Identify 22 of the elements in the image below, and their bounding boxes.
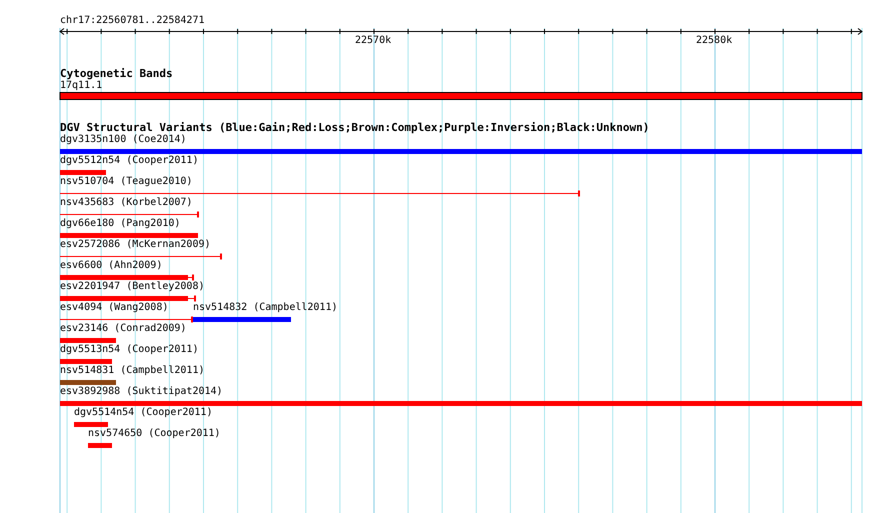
variant-label: nsv514832 (Campbell2011) [193,302,338,314]
coordinate-range-label: chr17:22560781..22584271 [60,15,204,27]
variant-label: esv3892988 (Suktitipat2014) [60,386,223,398]
variant-label: nsv574650 (Cooper2011) [88,428,220,440]
variant-label: nsv514831 (Campbell2011) [60,365,204,377]
track-heading: Cytogenetic Bands [60,68,173,80]
variant-label: dgv5513n54 (Cooper2011) [60,344,198,356]
band-label: 17q11.1 [60,80,102,92]
axis-tick-label: 22570k [355,35,392,47]
variant-label: dgv5512n54 (Cooper2011) [60,155,198,167]
axis-tick-label: 22580k [696,35,732,47]
variant-label: nsv435683 (Korbel2007) [60,197,192,209]
variant-label: esv4094 (Wang2008) [60,302,168,314]
variant-label: esv2201947 (Bentley2008) [60,281,204,293]
variant-label: esv2572086 (McKernan2009) [60,239,211,251]
variant-label: dgv5514n54 (Cooper2011) [74,407,212,419]
track-heading: DGV Structural Variants (Blue:Gain;Red:Loss;Brown:Complex;Purple:Inversion;Black:Unknown) [60,122,650,134]
variant-label: nsv510704 (Teague2010) [60,176,192,188]
variant-label: dgv66e180 (Pang2010) [60,218,180,230]
variant-label: dgv3135n100 (Coe2014) [60,134,186,146]
variant-label: esv6600 (Ahn2009) [60,260,162,272]
variant-label: esv23146 (Conrad2009) [60,323,186,335]
